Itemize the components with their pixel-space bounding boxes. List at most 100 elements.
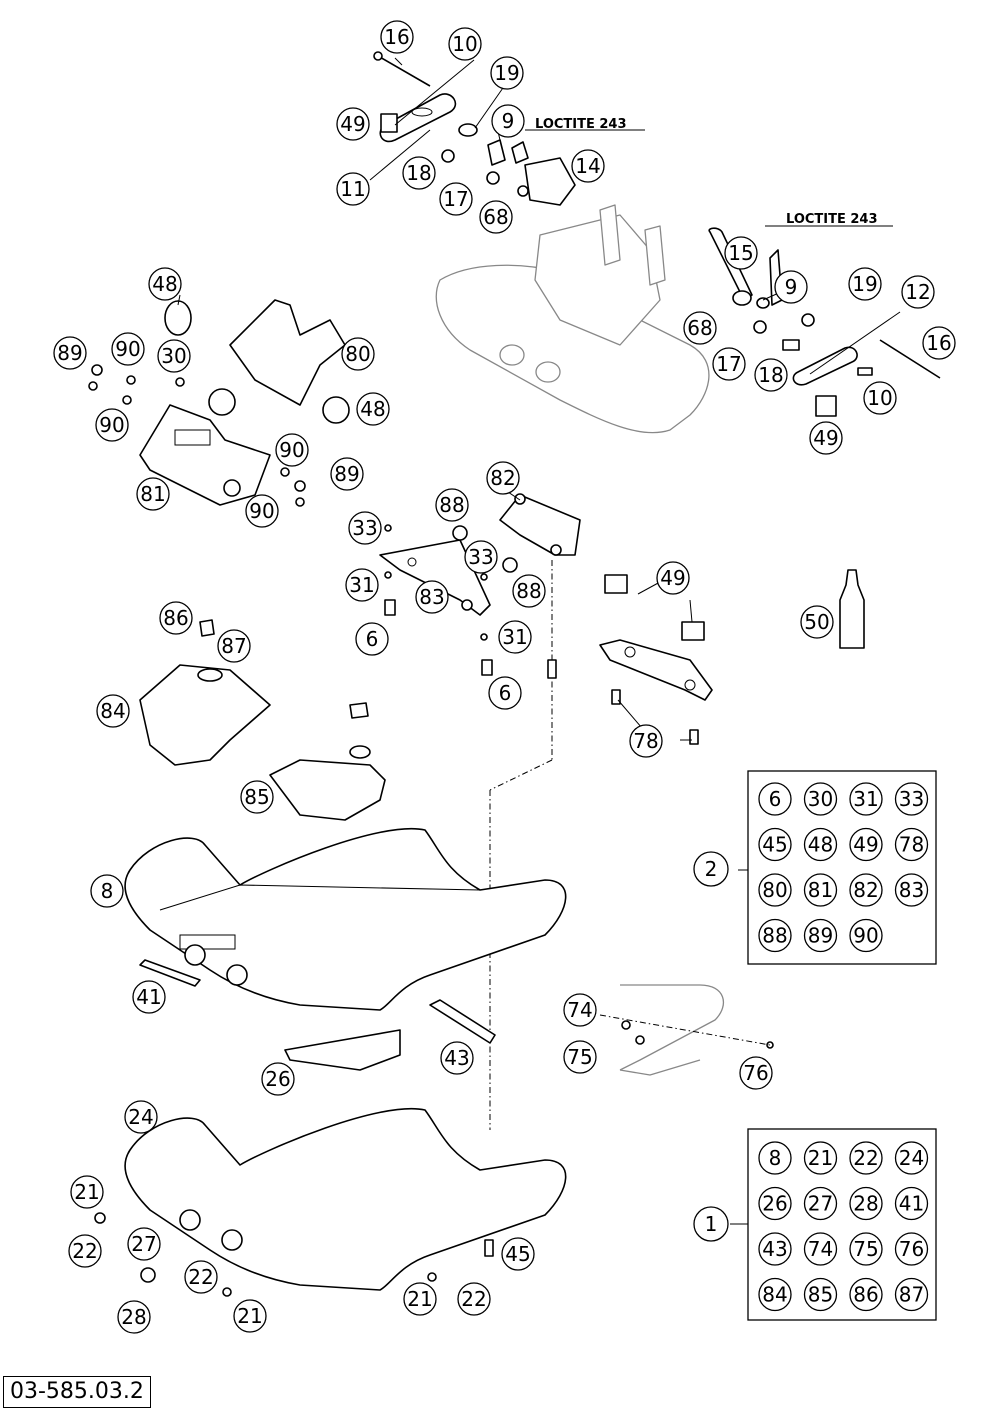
kit-item: 85: [803, 1277, 838, 1312]
callout-number: 10: [867, 386, 892, 410]
callout: 26: [261, 1062, 295, 1096]
callout: 31: [345, 568, 379, 602]
callout: 89: [330, 457, 364, 491]
loctite-note-top: LOCTITE 243: [535, 117, 627, 132]
kit-item-number: 27: [808, 1192, 833, 1216]
callout-number: 17: [443, 187, 468, 211]
kit-item: 86: [849, 1277, 883, 1312]
callout-number: 19: [852, 272, 877, 296]
callout: 18: [402, 156, 436, 190]
callout: 48: [148, 267, 182, 301]
loctite-bottle: [839, 569, 865, 649]
callout: 41: [132, 980, 166, 1014]
callout: 10: [863, 381, 897, 415]
kit-item: 90: [849, 918, 883, 953]
callout-number: 90: [279, 438, 304, 462]
skid-plate-upper: [124, 827, 567, 1071]
callout-number: 1: [705, 1212, 718, 1236]
kit-item-number: 33: [899, 787, 924, 811]
kit-item: 49: [849, 827, 883, 862]
kit-item: 76: [894, 1232, 929, 1266]
kit-item-number: 90: [853, 924, 878, 948]
callout: 43: [440, 1041, 474, 1075]
callout: 88: [512, 574, 546, 608]
callout: 9: [774, 270, 808, 304]
bash-plate-faint-illustration: [435, 204, 710, 434]
callout-number: 9: [785, 275, 798, 299]
kit-item-number: 22: [853, 1146, 878, 1170]
callout: 50: [800, 605, 834, 639]
callout-number: 22: [72, 1239, 97, 1263]
callout-number: 80: [345, 342, 370, 366]
callout: 6: [355, 622, 389, 656]
callout: 9: [491, 104, 525, 138]
callout: 33: [464, 540, 498, 574]
kit-item: 87: [894, 1277, 929, 1312]
callout-number: 86: [163, 606, 188, 630]
kit-item: 21: [803, 1141, 838, 1175]
callout: 33: [348, 511, 382, 545]
kit-item: 75: [849, 1232, 883, 1266]
kit-item: 81: [803, 873, 838, 907]
kit-item: 80: [758, 873, 792, 907]
callout-number: 27: [131, 1232, 156, 1256]
kit-item: 8: [758, 1141, 792, 1175]
callout: 86: [159, 601, 193, 635]
callout: 76: [739, 1056, 773, 1090]
kit-item-number: 26: [762, 1192, 787, 1216]
callout-number: 82: [490, 466, 515, 490]
kit-item: 78: [894, 827, 929, 862]
callout-number: 26: [265, 1067, 290, 1091]
callout: 22: [457, 1282, 491, 1316]
callout-number: 18: [406, 161, 431, 185]
kit-item-number: 78: [899, 833, 924, 857]
kit-item: 28: [849, 1186, 883, 1221]
callout: 6: [488, 676, 522, 710]
kit-item: 82: [849, 873, 883, 907]
kit-item-number: 41: [899, 1192, 924, 1216]
drawing-number: 03-585.03.2: [3, 1376, 151, 1408]
callout: 84: [96, 694, 130, 728]
callout-number: 21: [237, 1304, 262, 1328]
kit-item-number: 8: [769, 1146, 782, 1170]
callout: 89: [53, 336, 87, 370]
callout: 8: [90, 874, 124, 908]
kit-item: 31: [849, 782, 883, 816]
callout: 75: [563, 1040, 597, 1074]
kit-item-number: 31: [853, 787, 878, 811]
callout-number: 6: [499, 681, 512, 705]
callout: 83: [415, 580, 449, 614]
callout: 82: [486, 461, 520, 495]
callout-number: 50: [804, 610, 829, 634]
callout: 17: [712, 347, 746, 381]
callout: 11: [336, 172, 370, 206]
callout-number: 16: [926, 331, 951, 355]
mid-brackets: [379, 493, 581, 1130]
callout: 45: [501, 1237, 535, 1271]
kit-item-number: 75: [853, 1237, 878, 1261]
callout: 78: [629, 724, 663, 758]
callout-number: 31: [502, 625, 527, 649]
callout: 28: [117, 1300, 151, 1334]
kit-item-number: 82: [853, 878, 878, 902]
engine-mount-bracket-top: [373, 51, 576, 206]
skid-plate-lower: [94, 1107, 567, 1297]
kit-item-number: 28: [853, 1192, 878, 1216]
callout: 87: [217, 629, 251, 663]
callout: 21: [70, 1175, 104, 1209]
callout: 68: [479, 200, 513, 234]
callout-number: 68: [687, 316, 712, 340]
callout: 85: [240, 780, 274, 814]
callout-number: 90: [249, 499, 274, 523]
kit-item-number: 86: [853, 1283, 878, 1307]
callout-number: 6: [366, 627, 379, 651]
callout: 21: [403, 1282, 437, 1316]
callout: 88: [435, 488, 469, 522]
callout: 49: [336, 107, 370, 141]
callout: 74: [563, 993, 597, 1027]
callout: 15: [724, 236, 758, 270]
callout-number: 10: [452, 32, 477, 56]
heat-shields: [139, 619, 386, 821]
kit-item-number: 84: [762, 1283, 787, 1307]
kit-item: 30: [803, 782, 838, 816]
